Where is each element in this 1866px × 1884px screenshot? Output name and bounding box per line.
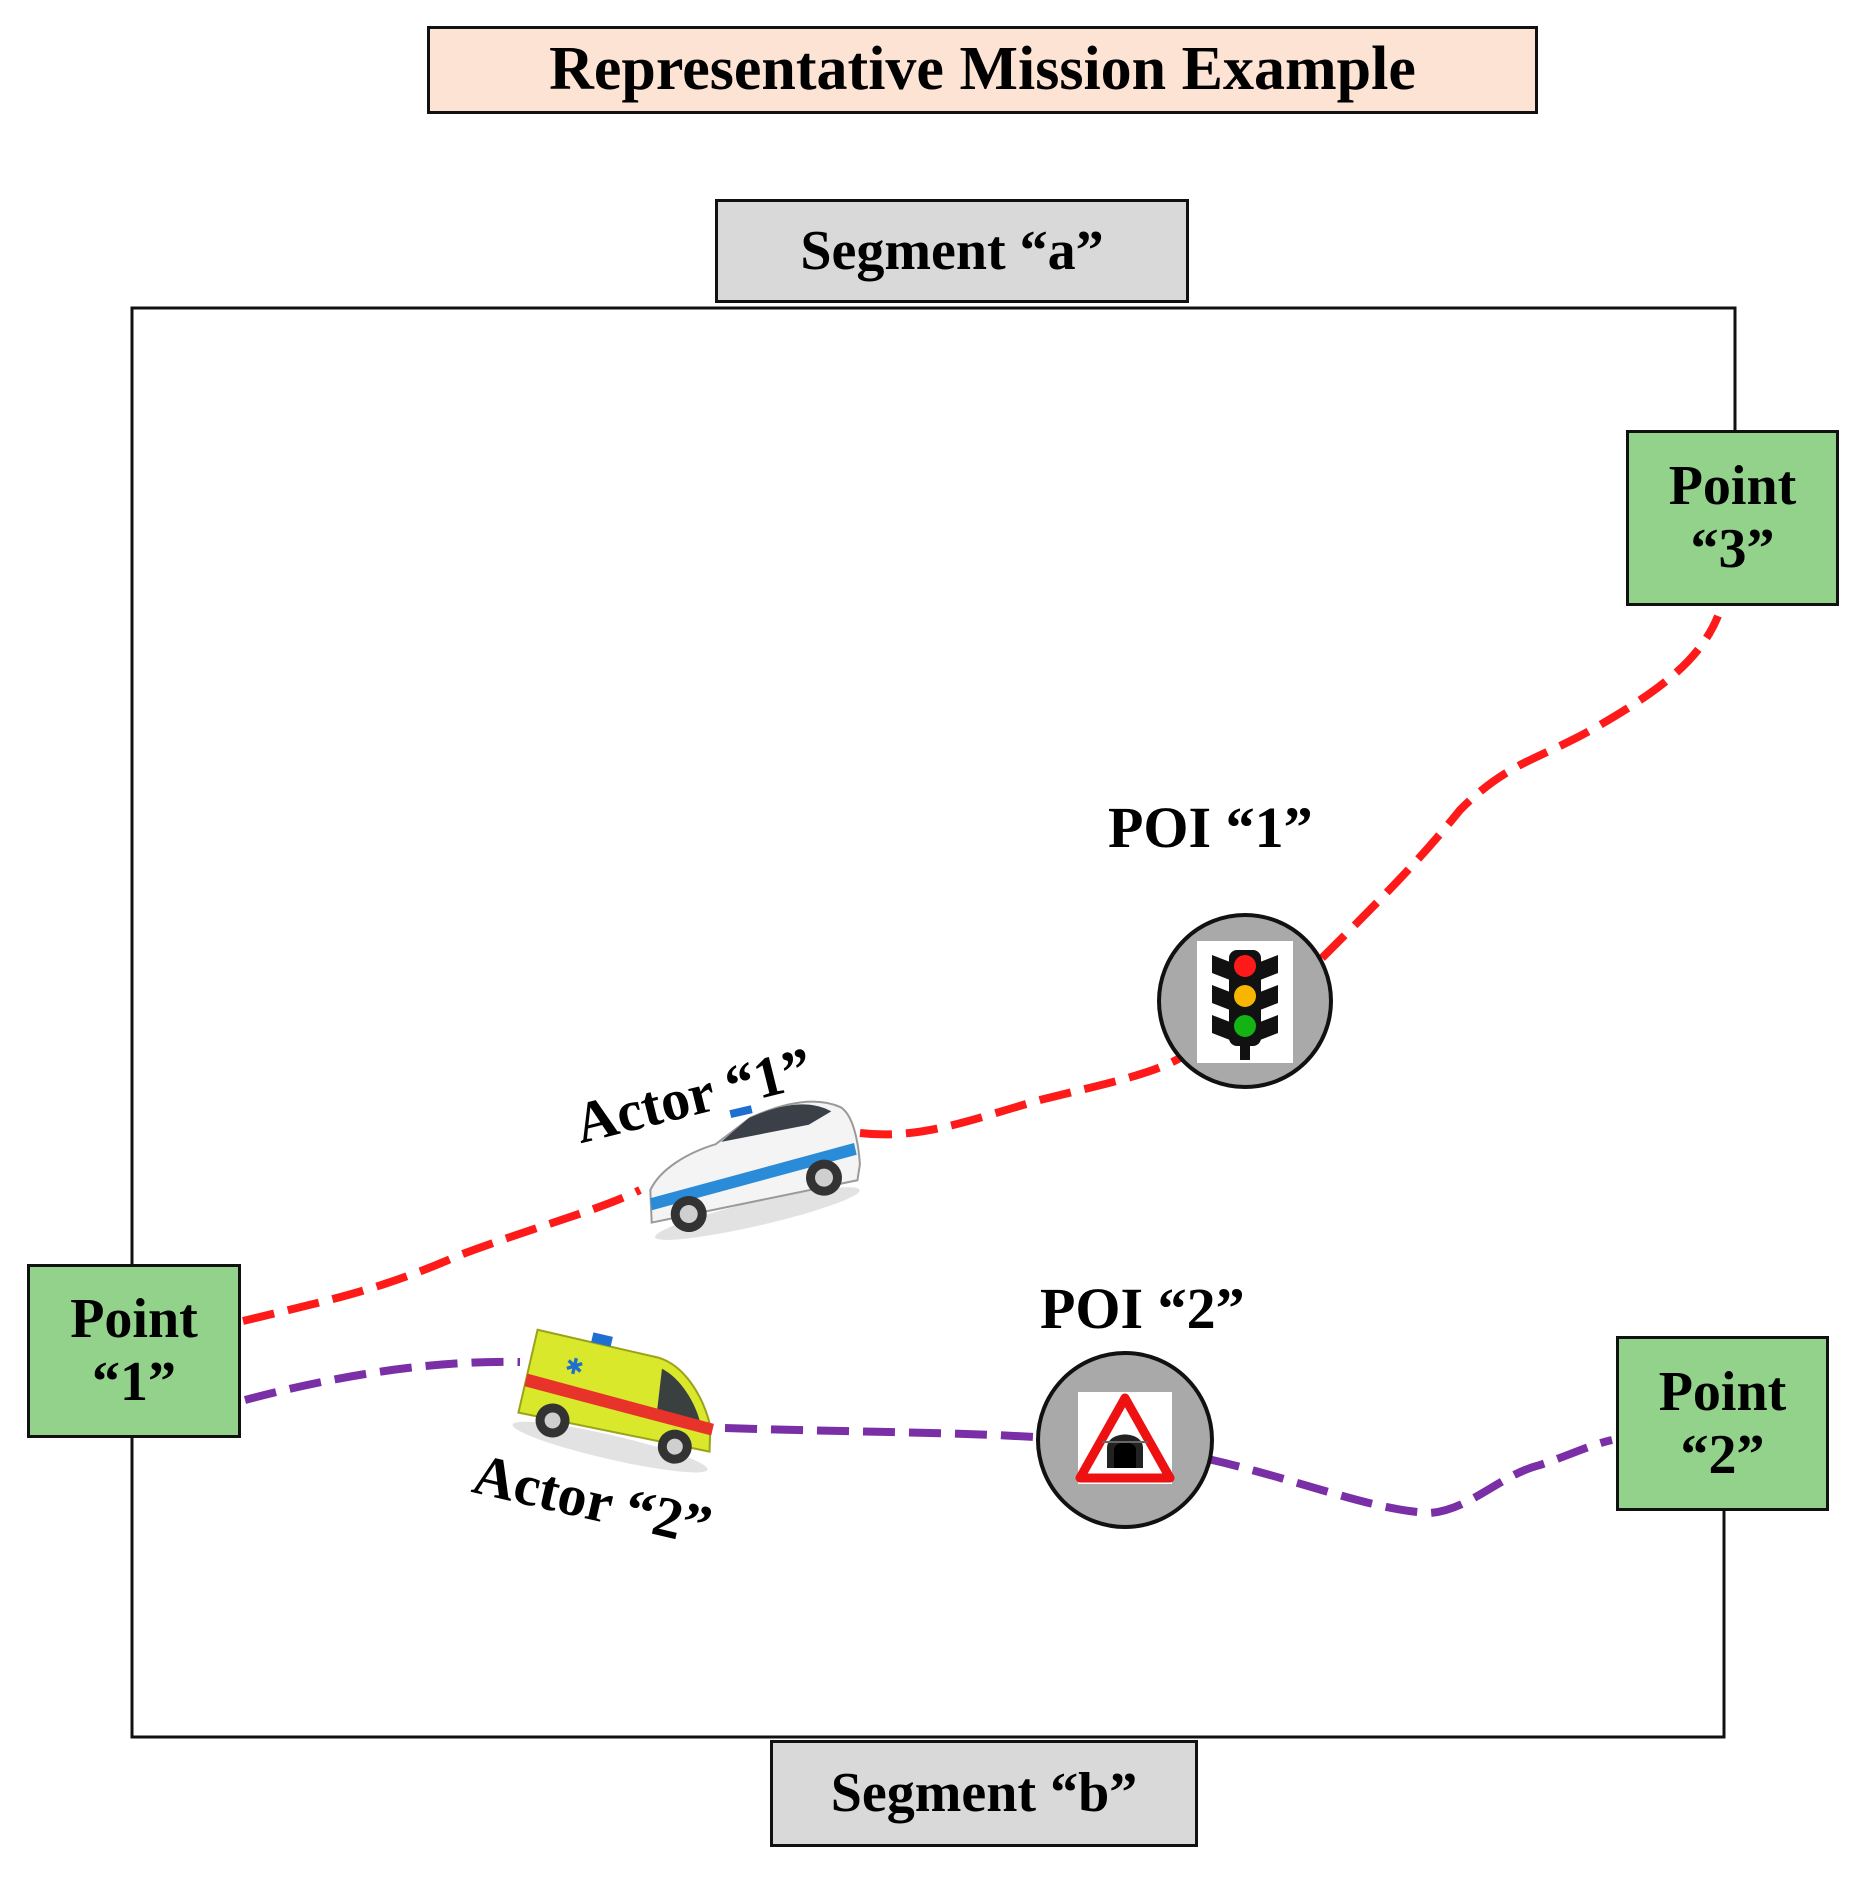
- ambulance-icon: ✱: [512, 1328, 714, 1473]
- point-1-line1: Point: [70, 1288, 198, 1351]
- poi-2-marker: [1036, 1351, 1214, 1529]
- route-red: [242, 614, 1722, 1325]
- point-1-line2: “1”: [92, 1351, 176, 1413]
- point-2-line2: “2”: [1680, 1423, 1765, 1486]
- point-1-box: Point “1”: [27, 1264, 241, 1438]
- segment-a-label: Segment “a”: [715, 199, 1189, 303]
- segment-b-line: [130, 1438, 1726, 1739]
- segment-b-label: Segment “b”: [770, 1740, 1198, 1847]
- point-3-line2: “3”: [1690, 518, 1775, 580]
- point-2-box: Point “2”: [1616, 1336, 1829, 1511]
- route-purple: [243, 1357, 1613, 1518]
- tunnel-warning-icon: [1075, 1392, 1175, 1484]
- segment-outline: [130, 306, 1737, 1739]
- diagram-title: Representative Mission Example: [427, 26, 1538, 114]
- point-3-box: Point “3”: [1626, 430, 1839, 606]
- poi-1-marker: [1157, 913, 1333, 1089]
- poi-2-label: POI “2”: [1040, 1276, 1245, 1341]
- segment-a-text: Segment “a”: [800, 219, 1104, 282]
- traffic-light-icon: [1197, 941, 1293, 1063]
- diagram-title-text: Representative Mission Example: [549, 35, 1416, 104]
- poi-1-label: POI “1”: [1108, 795, 1313, 860]
- svg-text:✱: ✱: [562, 1353, 586, 1382]
- point-3-line1: Point: [1668, 455, 1797, 518]
- police-car-icon: [649, 1100, 861, 1240]
- segment-a-line: [130, 306, 1737, 1266]
- segment-b-text: Segment “b”: [830, 1762, 1138, 1825]
- point-2-line1: Point: [1658, 1360, 1787, 1423]
